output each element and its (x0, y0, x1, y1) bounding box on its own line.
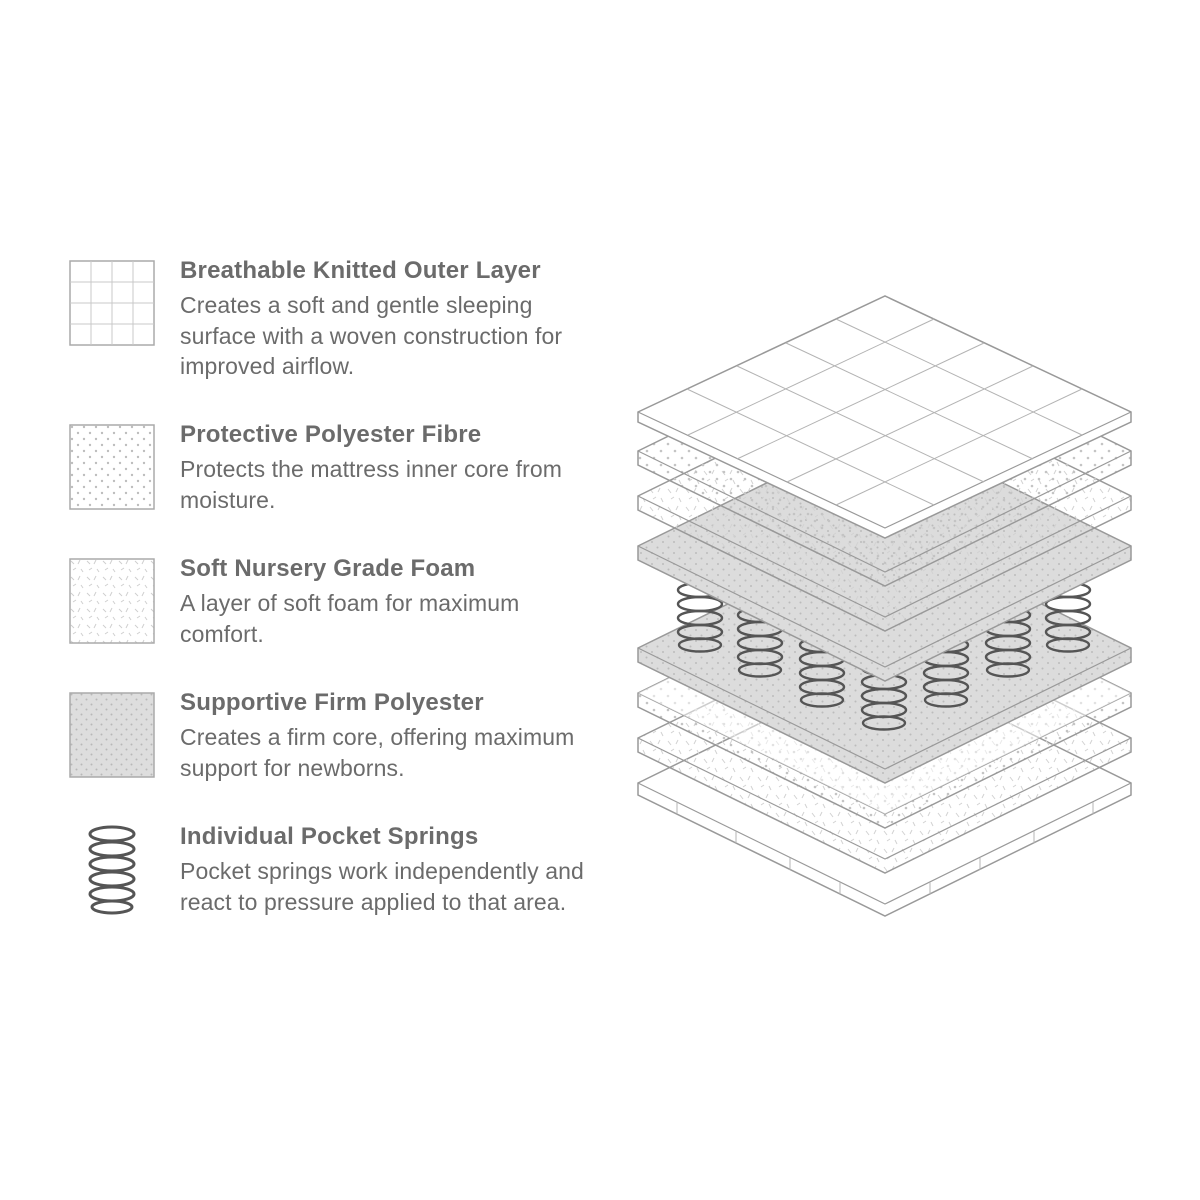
layer-description: Creates a firm core, offering maximum su… (180, 724, 575, 781)
spring-icon (84, 822, 140, 918)
grid-icon (69, 260, 155, 346)
dashes-icon (69, 558, 155, 644)
layer-title: Supportive Firm Polyester (180, 689, 484, 716)
layer-description: Creates a soft and gentle sleeping surfa… (180, 292, 563, 379)
mattress-exploded-diagram (620, 280, 1150, 920)
dots-icon (69, 424, 155, 510)
layer-title: Breathable Knitted Outer Layer (180, 257, 541, 284)
layer-title: Individual Pocket Springs (180, 823, 479, 850)
layer-description: Pocket springs work independently and re… (180, 858, 584, 915)
layer-title: Soft Nursery Grade Foam (180, 555, 476, 582)
diagram-top-knitted-layer (637, 295, 1132, 539)
layer-description: A layer of soft foam for maximum comfort… (180, 590, 520, 647)
layer-legend: Breathable Knitted Outer Layer Creates a… (69, 257, 584, 918)
layer-title: Protective Polyester Fibre (180, 421, 482, 448)
layer-description: Protects the mattress inner core from mo… (180, 456, 563, 513)
grey-dots-icon (69, 692, 155, 778)
